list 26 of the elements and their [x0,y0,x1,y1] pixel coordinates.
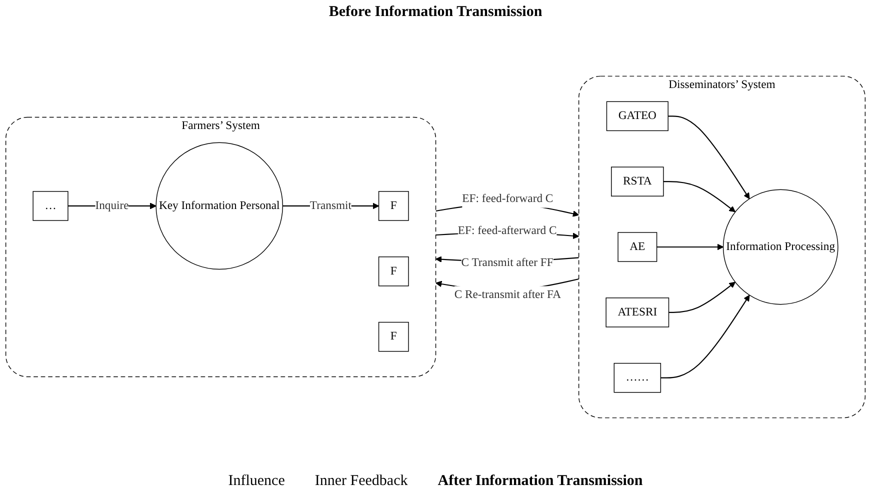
edge-label: Transmit [310,199,352,212]
arrow [668,282,736,313]
edge-label: EF: feed-afterward C [458,224,557,237]
note-text: Inner Feedback [314,473,408,490]
node-box: F [378,191,409,221]
node-box: F [378,322,409,352]
node-box: ATESRI [606,298,670,328]
node-box: AE [618,232,658,262]
node-box: F [378,256,409,286]
edge-label: C Re-transmit after FA [454,288,562,301]
node-circle: Key Information Personal [156,142,284,270]
arrow [656,244,724,250]
node-box: …… [614,362,662,393]
node-box: RSTA [611,166,664,196]
edge-label: C Transmit after FF [461,256,554,269]
arrow [663,181,736,212]
node-box: GATEO [606,101,668,132]
edge-label: Inquire [95,199,129,212]
edge-label: EF: feed-forward C [462,192,554,205]
arrow [668,116,750,200]
note-text: After Information Transmission [438,473,643,490]
note-text: Influence [228,473,285,490]
arrow [660,294,750,378]
node-box: … [32,191,68,221]
note-text: Before Information Transmission [328,4,542,21]
node-circle: Information Processing [722,189,838,305]
